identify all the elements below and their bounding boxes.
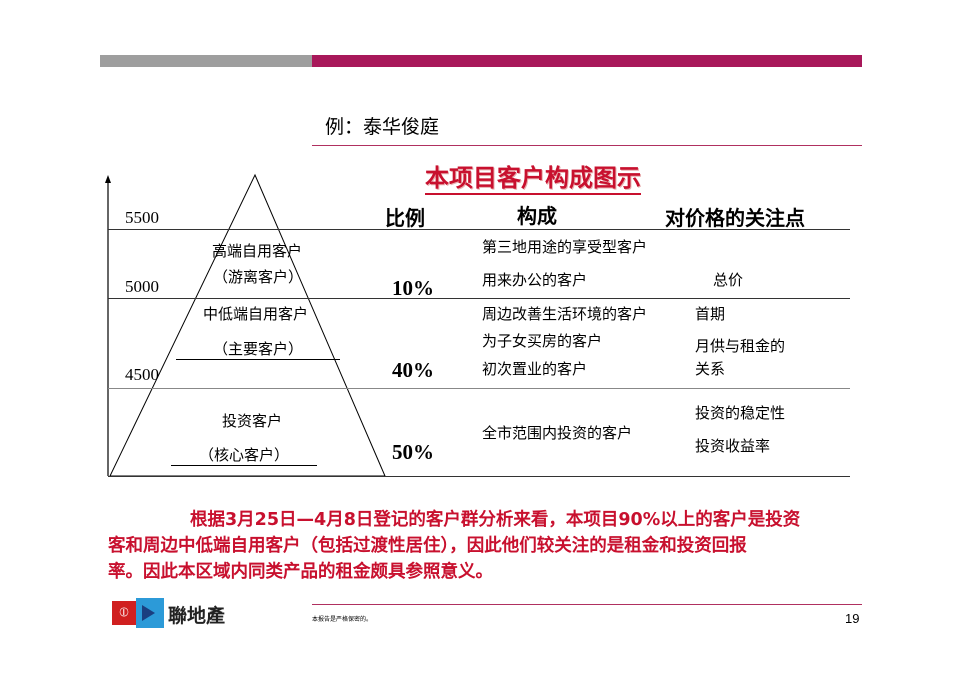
focus-item: 月供与租金的 xyxy=(695,337,786,355)
segment-investor-sub: （核心客户） xyxy=(171,444,317,466)
ratio-high-end: 10% xyxy=(392,276,434,300)
tick-5500: 5500 xyxy=(125,208,159,227)
page-number: 19 xyxy=(845,611,860,626)
analysis-line-3: 率。因此本区域内同类产品的租金颇具参照意义。 xyxy=(108,562,493,582)
confidential-note: 本报告是严格保密的。 xyxy=(312,616,373,623)
header-composition: 构成 xyxy=(517,204,557,228)
logo-text: 聯地產 xyxy=(168,605,226,627)
focus-item: 首期 xyxy=(695,305,726,323)
tick-4500: 4500 xyxy=(125,365,159,384)
ratio-mid-low: 40% xyxy=(392,358,434,382)
segment-investor: 投资客户 xyxy=(222,412,283,430)
focus-item: 投资的稳定性 xyxy=(695,404,786,422)
row-divider-top xyxy=(108,229,850,230)
segment-high-end: 高端自用客户 xyxy=(212,242,303,260)
segment-mid-low-sub: （主要客户） xyxy=(176,338,340,360)
focus-item: 关系 xyxy=(695,360,726,378)
tick-5000: 5000 xyxy=(125,277,159,296)
chart-title: 本项目客户构成图示 xyxy=(425,158,641,195)
composition-item: 用来办公的客户 xyxy=(482,271,588,289)
segment-high-end-sub: （游离客户） xyxy=(212,268,303,286)
focus-item: 投资收益率 xyxy=(695,437,771,455)
composition-item: 全市范围内投资的客户 xyxy=(482,424,633,442)
logo-red-emblem-icon: ⦶ xyxy=(112,601,136,625)
slide-subtitle: 例：泰华俊庭 xyxy=(325,116,440,138)
analysis-line-1: 根据3月25日—4月8日登记的客户群分析来看，本项目90%以上的客户是投资 xyxy=(190,510,801,530)
header-price-focus: 对价格的关注点 xyxy=(665,206,805,230)
top-bar-crimson xyxy=(312,55,862,67)
footer-divider xyxy=(312,604,862,605)
segment-mid-low: 中低端自用客户 xyxy=(203,305,309,323)
row-divider-1 xyxy=(108,298,850,299)
ratio-investor: 50% xyxy=(392,440,434,464)
analysis-line-2: 客和周边中低端自用客户（包括过渡性居住），因此他们较关注的是租金和投资回报 xyxy=(108,536,747,556)
row-divider-bottom xyxy=(108,476,850,477)
top-bar-gray xyxy=(100,55,312,67)
composition-item: 周边改善生活环境的客户 xyxy=(482,305,648,323)
composition-item: 为子女买房的客户 xyxy=(482,332,603,350)
logo-blue-play-icon xyxy=(136,598,164,628)
arrow-head-icon xyxy=(105,175,111,183)
subtitle-divider xyxy=(312,145,862,146)
composition-item: 第三地用途的享受型客户 xyxy=(482,238,648,256)
focus-item: 总价 xyxy=(713,271,744,289)
header-ratio: 比例 xyxy=(385,206,425,230)
composition-item: 初次置业的客户 xyxy=(482,360,588,378)
company-logo: ⦶ 聯地產 xyxy=(112,598,262,628)
row-divider-2 xyxy=(108,388,850,389)
